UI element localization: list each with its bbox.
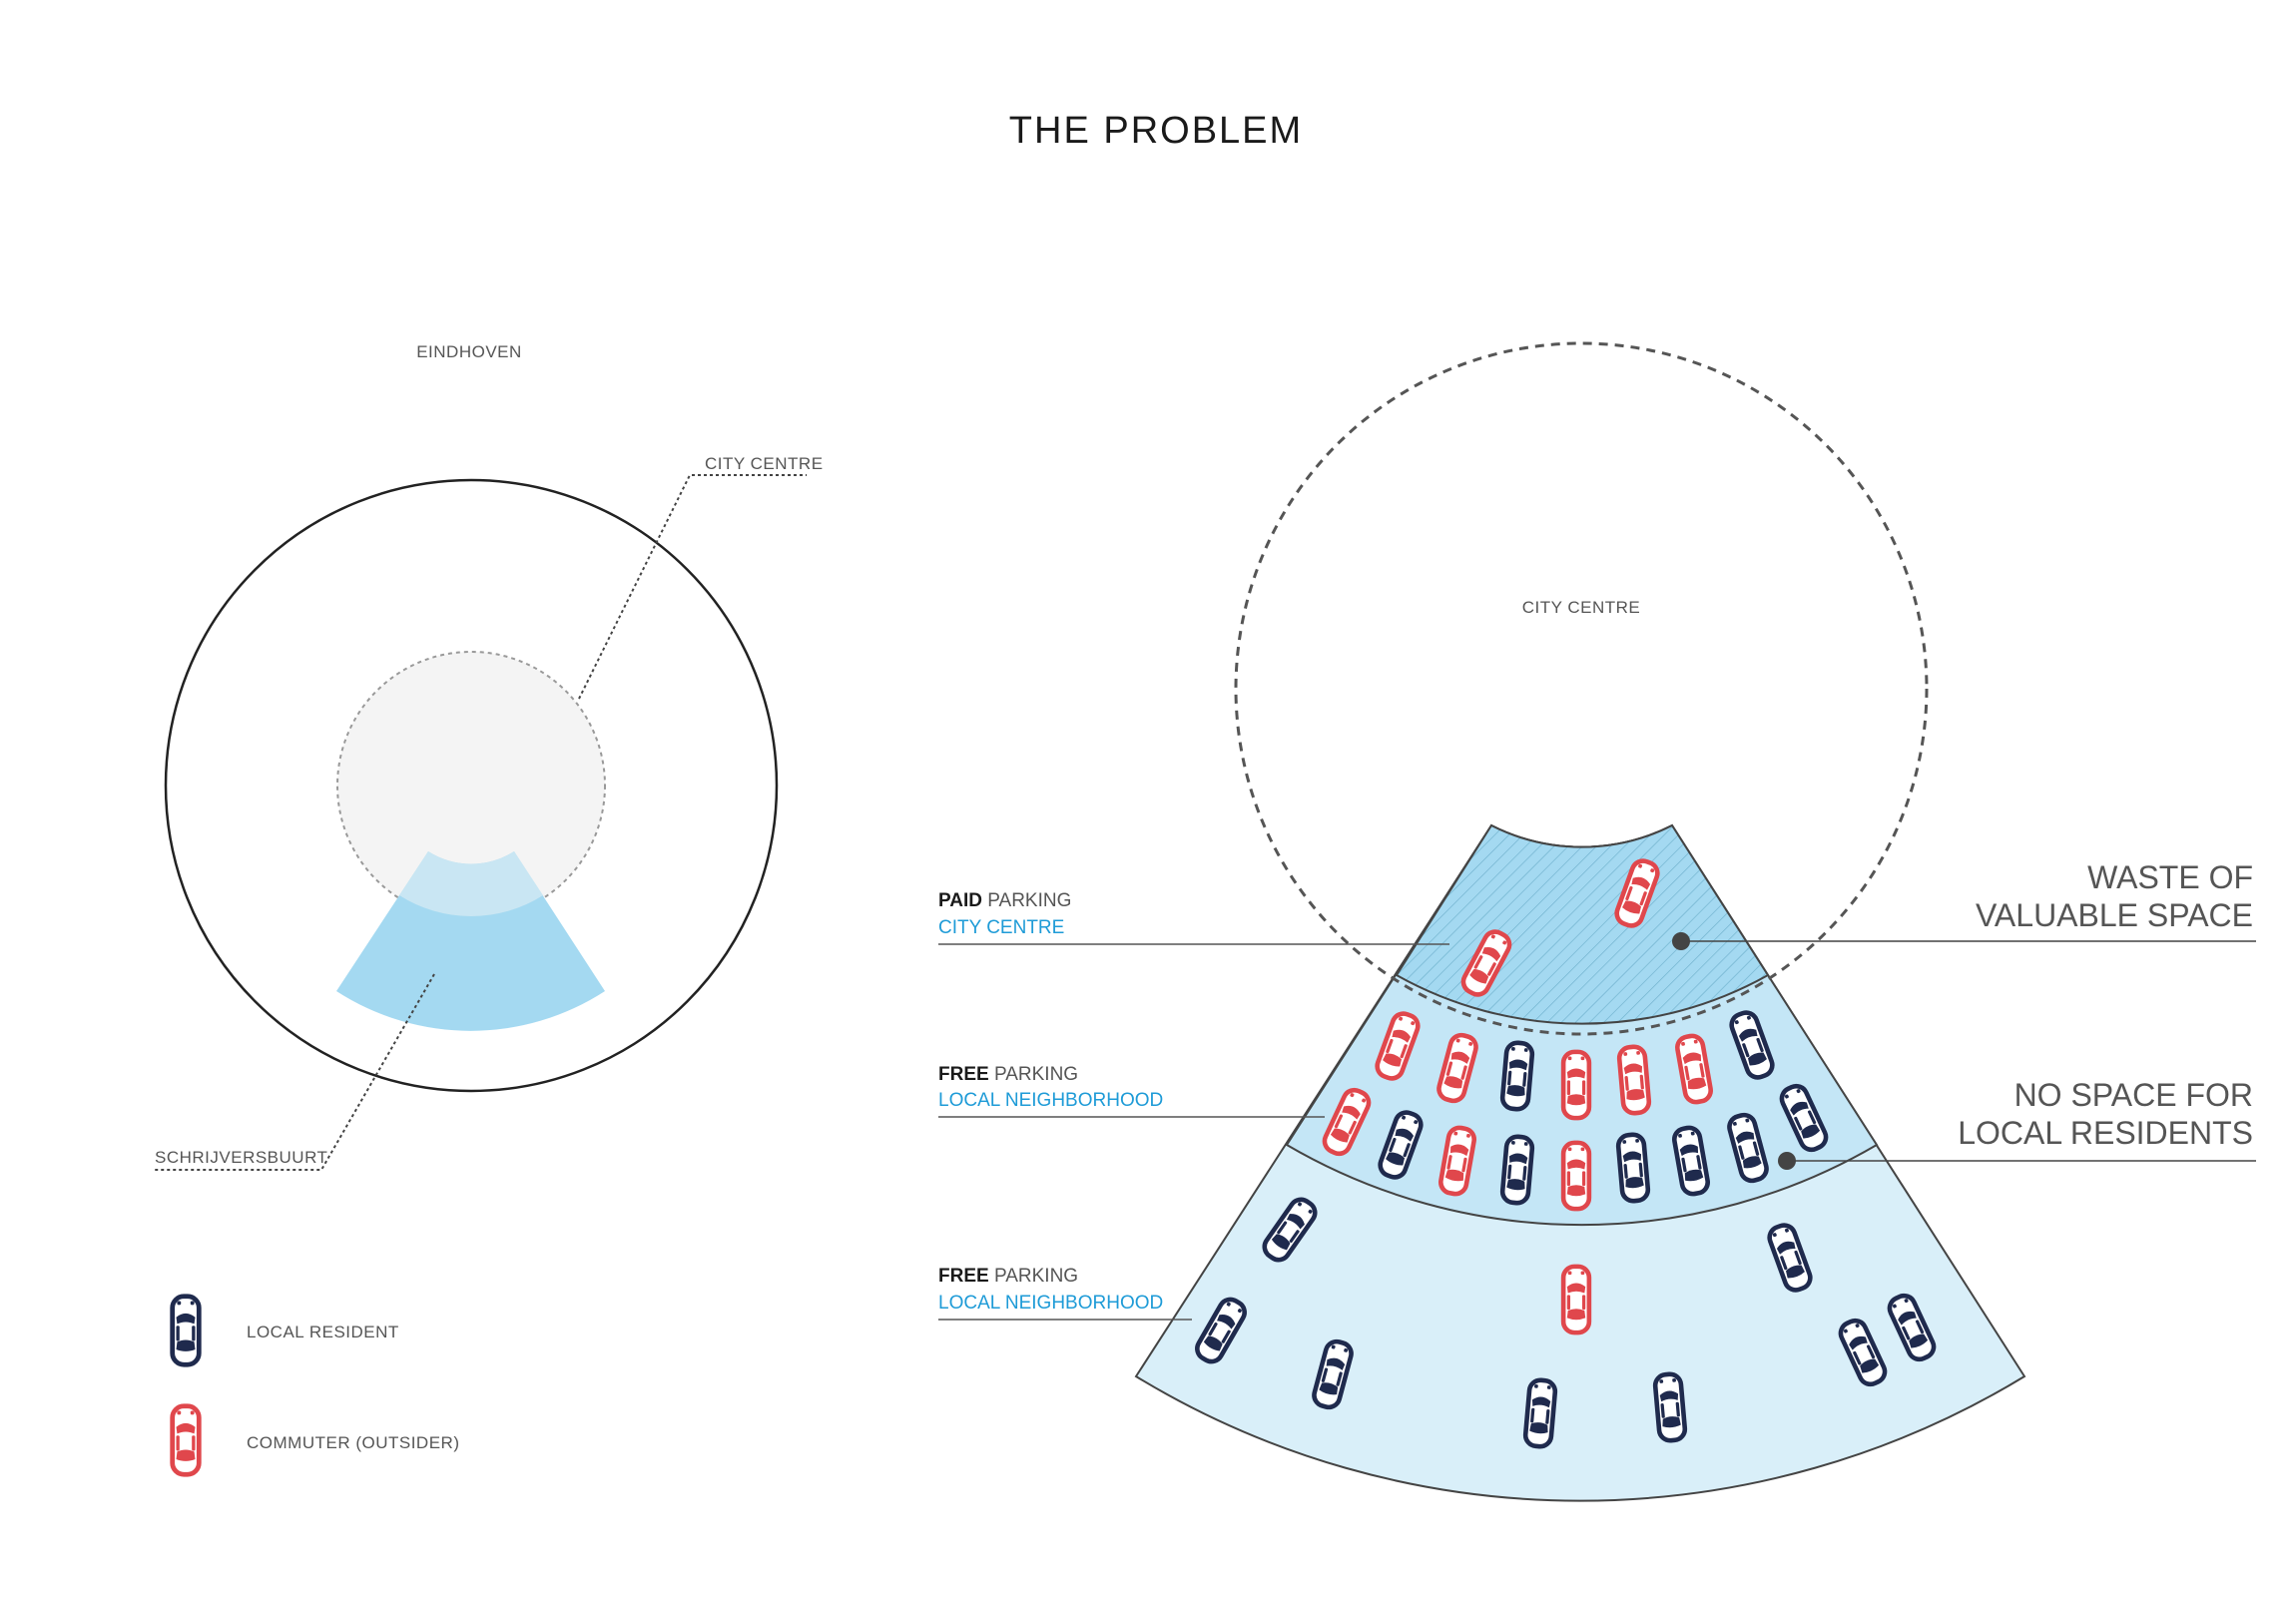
zone-1-type: PAID	[938, 890, 982, 911]
svg-text:FREE PARKING: FREE PARKING	[938, 1064, 1078, 1085]
callout-no-space: NO SPACE FOR LOCAL RESIDENTS	[1778, 1077, 2256, 1170]
resident-car-icon	[1524, 1379, 1555, 1447]
detail-diagram: CITY CENTRE PAID PARKING CITY CENTRE FRE…	[938, 341, 2256, 1502]
callout-2-line1: NO SPACE FOR	[2014, 1077, 2253, 1113]
zone-2-sub: LOCAL NEIGHBORHOOD	[938, 1090, 1163, 1111]
callout-dot	[1778, 1152, 1796, 1170]
zone-3-type: FREE	[938, 1266, 989, 1287]
zone-1-sub: CITY CENTRE	[938, 917, 1064, 938]
detail-city-centre-label: CITY CENTRE	[1522, 598, 1641, 617]
commuter-car-icon	[173, 1406, 200, 1474]
zone-2-type: FREE	[938, 1064, 989, 1085]
zone-1-parking: PARKING	[982, 890, 1071, 911]
svg-text:FREE PARKING: FREE PARKING	[938, 1266, 1078, 1287]
zone-label-paid: PAID PARKING CITY CENTRE	[938, 890, 1449, 945]
zone-3-parking: PARKING	[989, 1266, 1078, 1287]
resident-car-icon	[1617, 1134, 1648, 1202]
schrijversbuurt-leader	[155, 973, 435, 1171]
commuter-car-icon	[1563, 1143, 1589, 1209]
page-title: THE PROBLEM	[1009, 110, 1303, 152]
overview-map: EINDHOVEN CITY CENTRE SCHRIJVERSBUURT	[155, 342, 824, 1171]
legend-commuter-label: COMMUTER (OUTSIDER)	[247, 1433, 459, 1452]
callout-1-line1: WASTE OF	[2087, 859, 2253, 895]
legend: LOCAL RESIDENT COMMUTER (OUTSIDER)	[173, 1297, 459, 1474]
callout-1-line2: VALUABLE SPACE	[1976, 897, 2253, 933]
legend-resident-label: LOCAL RESIDENT	[247, 1323, 399, 1341]
callout-2-line2: LOCAL RESIDENTS	[1958, 1115, 2253, 1151]
zone-label-free-outer: FREE PARKING LOCAL NEIGHBORHOOD	[938, 1266, 1192, 1321]
zone-2-parking: PARKING	[989, 1064, 1078, 1085]
commuter-car-icon	[1563, 1052, 1589, 1118]
callout-dot	[1672, 932, 1690, 950]
resident-car-icon	[1501, 1042, 1532, 1110]
commuter-car-icon	[1563, 1267, 1589, 1332]
detail-city-centre-circle	[1234, 341, 1929, 1036]
commuter-car-icon	[1618, 1046, 1649, 1114]
svg-text:PAID PARKING: PAID PARKING	[938, 890, 1071, 911]
schrijversbuurt-label: SCHRIJVERSBUURT	[155, 1148, 327, 1167]
eindhoven-label: EINDHOVEN	[416, 342, 522, 361]
paid-zone-hatch	[1395, 823, 1770, 1025]
callout-waste-space: WASTE OF VALUABLE SPACE	[1672, 859, 2256, 950]
city-centre-label: CITY CENTRE	[705, 454, 824, 473]
resident-car-icon	[1654, 1373, 1685, 1441]
local-resident-car-icon	[173, 1297, 200, 1364]
resident-car-icon	[1501, 1136, 1532, 1204]
zone-3-sub: LOCAL NEIGHBORHOOD	[938, 1293, 1163, 1314]
sector-overlap	[399, 851, 543, 916]
zone-label-free-inner: FREE PARKING LOCAL NEIGHBORHOOD	[938, 1064, 1325, 1118]
